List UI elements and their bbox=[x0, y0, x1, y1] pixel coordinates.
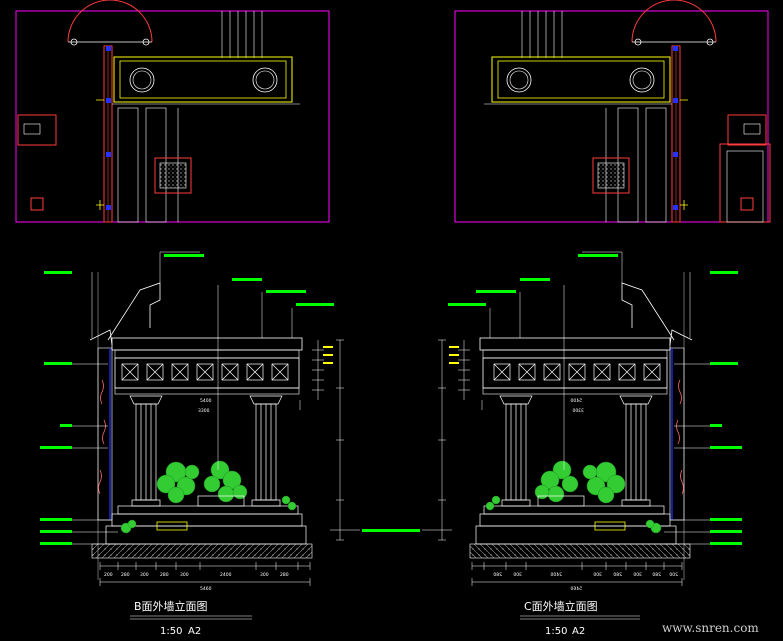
drawing-title-c: C面外墙立面图 bbox=[524, 599, 598, 613]
elevation-view-b bbox=[39, 251, 393, 593]
drawing-sheet-c: A2 bbox=[572, 626, 585, 637]
plan-view-c-door-frame bbox=[719, 143, 771, 223]
drawing-scale-b: 1:50 bbox=[160, 626, 182, 637]
plan-view-c bbox=[454, 0, 769, 223]
watermark: www.snren.com bbox=[662, 621, 759, 635]
plan-view-b bbox=[15, 0, 330, 223]
drawing-title-b: B面外墙立面图 bbox=[134, 599, 208, 613]
drawing-sheet-b: A2 bbox=[188, 626, 201, 637]
elevation-view-c bbox=[389, 251, 743, 593]
drawing-scale-c: 1:50 bbox=[545, 626, 567, 637]
title-block-c: C面外墙立面图 1:50 A2 bbox=[520, 599, 640, 637]
title-block-b: B面外墙立面图 1:50 A2 bbox=[130, 599, 252, 637]
